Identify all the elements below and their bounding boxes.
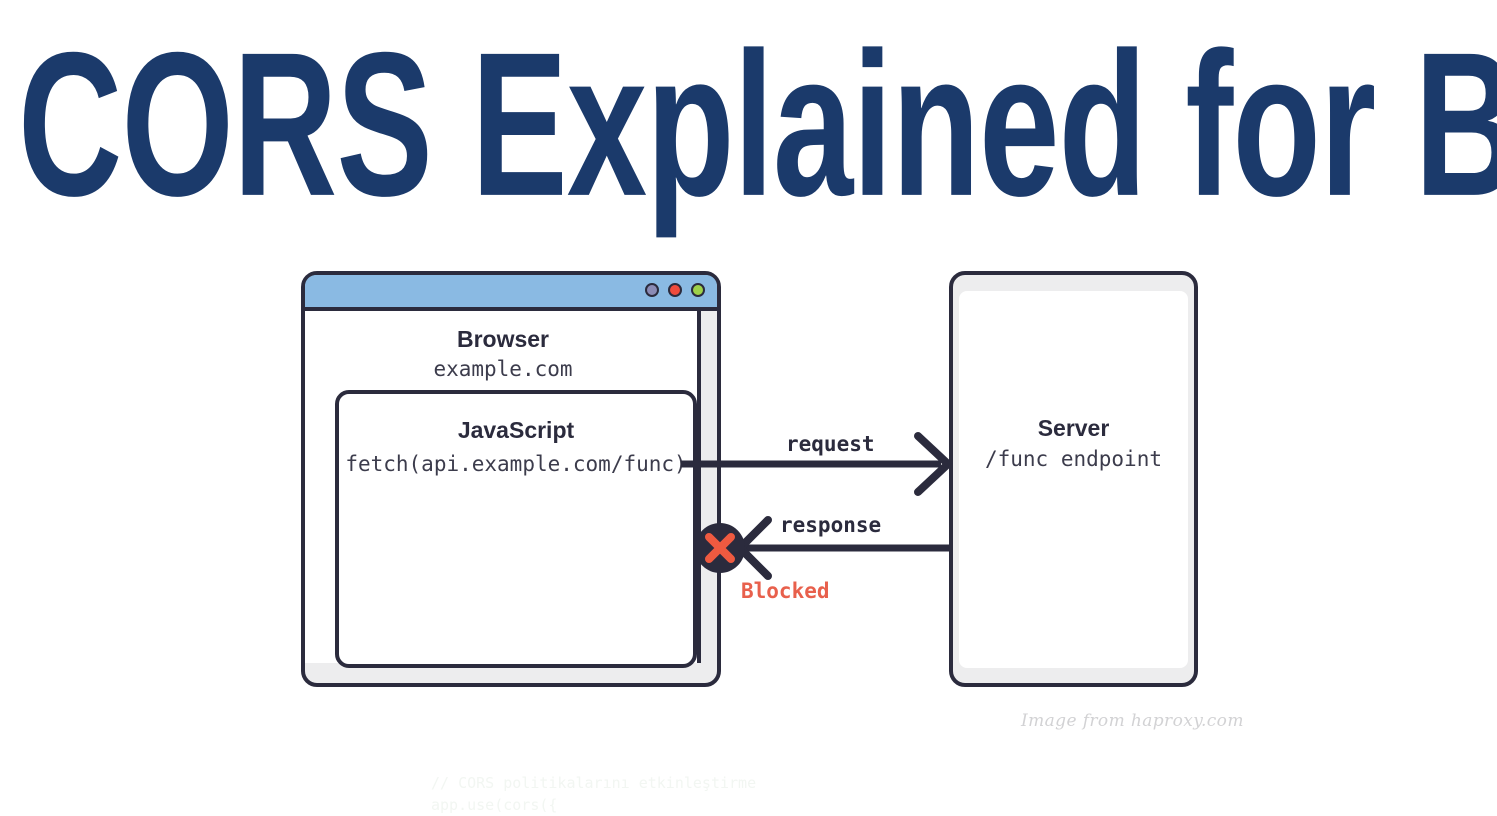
- server-endpoint-label: /func endpoint: [984, 447, 1162, 471]
- attribution-text: Image from haproxy.com: [1021, 711, 1244, 731]
- response-label: response: [780, 513, 882, 537]
- window-dot-red-icon[interactable]: [668, 283, 682, 297]
- code-watermark-line-1: // CORS politikalarını etkinleştirme: [431, 774, 757, 792]
- server-box: Server /func endpoint: [949, 271, 1198, 687]
- window-dot-purple-icon[interactable]: [645, 283, 659, 297]
- server-inner-panel: [959, 291, 1188, 668]
- server-heading: Server: [1037, 415, 1110, 441]
- javascript-box: JavaScript fetch(api.example.com/func): [335, 390, 697, 668]
- page-title: CORS Explained for Beginners: [18, 9, 1497, 239]
- window-control-dots: [645, 283, 705, 297]
- browser-heading: Browser: [456, 326, 550, 352]
- fetch-call-code: fetch(api.example.com/func): [345, 452, 687, 476]
- code-watermark-line-2: app.use(cors({: [431, 796, 558, 814]
- request-label: request: [786, 432, 875, 456]
- window-dot-green-icon[interactable]: [691, 283, 705, 297]
- browser-titlebar: [305, 275, 717, 311]
- blocked-label: Blocked: [741, 579, 830, 603]
- code-watermark: // CORS politikalarını etkinleştirme app…: [431, 772, 756, 816]
- browser-origin-label: example.com: [433, 357, 573, 381]
- browser-window: Browser example.com JavaScript fetch(api…: [301, 271, 721, 687]
- javascript-heading: JavaScript: [457, 417, 575, 443]
